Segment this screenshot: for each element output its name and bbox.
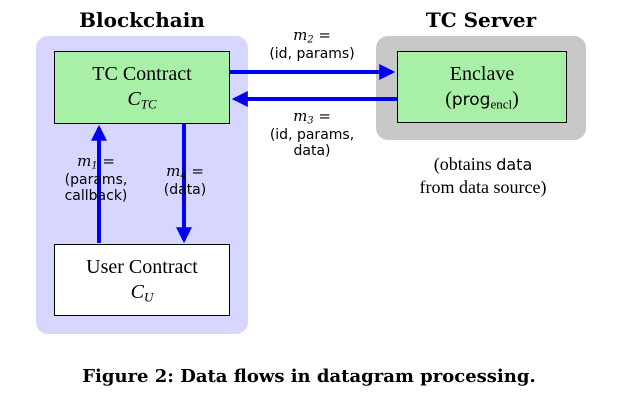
note-line-1-prefix: (obtains <box>433 154 492 174</box>
note-line-2: from data source) <box>419 176 547 197</box>
tc-contract-symbol-main: C <box>127 88 141 111</box>
message-index: 3 <box>307 115 314 127</box>
m3-name: m3 = <box>293 107 331 127</box>
m1-value-line-1: (params, <box>64 171 128 188</box>
m4-name: m4 = <box>166 162 204 182</box>
enclave-prog-sub: encl <box>490 96 513 111</box>
m2-name: m2 = <box>293 26 331 46</box>
m1-label: m1 = (params, callback) <box>50 153 142 204</box>
note-line-1: (obtains data <box>376 153 590 176</box>
message-index: 4 <box>180 170 187 182</box>
figure-caption: Figure 2: Data flows in datagram process… <box>82 366 536 387</box>
user-contract-symbol-sub: U <box>143 289 154 304</box>
tc-contract-node: TC Contract CTC <box>54 51 230 124</box>
enclave-title: Enclave <box>449 62 515 85</box>
m4-value-line-1: (data) <box>163 181 207 198</box>
data-source-note: (obtains data from data source) <box>376 153 590 198</box>
m3-label: m3 = (id, params, data) <box>262 108 362 159</box>
m1-name: m1 = <box>77 152 115 172</box>
enclave-node: Enclave (progencl) <box>397 51 567 123</box>
tc-contract-symbol-sub: TC <box>140 96 157 112</box>
tc-contract-symbol: CTC <box>127 87 156 113</box>
note-line-1-mono: data <box>496 155 533 174</box>
message-index: 2 <box>307 34 314 46</box>
enclave-prog-name: prog <box>451 89 491 110</box>
user-contract-symbol-main: C <box>130 280 144 303</box>
m3-value-line-1: (id, params, <box>269 126 355 143</box>
enclave-prog: (progencl) <box>445 87 519 111</box>
m2-value-line-1: (id, params) <box>269 45 355 62</box>
blockchain-title: Blockchain <box>79 8 205 32</box>
m2-label: m2 = (id, params) <box>262 27 362 62</box>
user-contract-node: User Contract CU <box>54 244 230 316</box>
message-index: 1 <box>91 160 98 172</box>
m4-label: m4 = (data) <box>150 163 220 198</box>
m3-value-line-2: data) <box>293 142 331 159</box>
user-contract-symbol: CU <box>131 280 154 306</box>
m1-value-line-2: callback) <box>64 187 128 204</box>
tc-server-title: TC Server <box>425 8 537 32</box>
user-contract-title: User Contract <box>86 255 198 278</box>
tc-contract-title: TC Contract <box>92 63 192 86</box>
